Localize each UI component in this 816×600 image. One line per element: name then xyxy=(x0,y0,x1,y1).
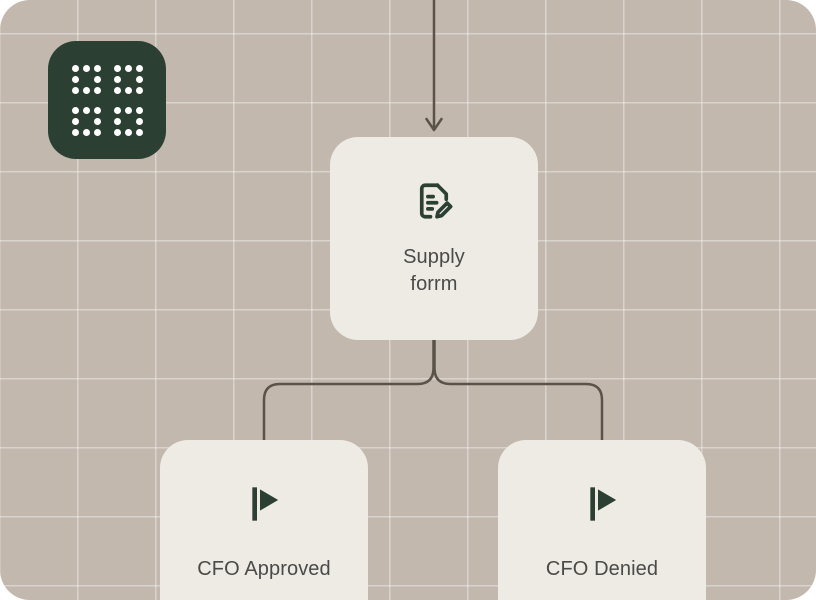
logo-cell xyxy=(113,64,143,94)
arrow-down-icon xyxy=(425,117,443,132)
connector-to-cfo-approved xyxy=(262,340,435,440)
logo-cell xyxy=(113,106,143,136)
flag-icon xyxy=(582,482,622,526)
node-supply-form[interactable]: Supply forrm xyxy=(330,137,538,340)
node-cfo-denied[interactable]: CFO Denied xyxy=(498,440,706,600)
dot-grid-logo[interactable] xyxy=(48,41,166,159)
logo-cell xyxy=(71,106,101,136)
node-cfo-approved[interactable]: CFO Approved xyxy=(160,440,368,600)
node-label: CFO Approved xyxy=(197,558,331,580)
logo-cell xyxy=(71,64,101,94)
node-label: CFO Denied xyxy=(545,558,659,580)
logo-dot-matrix xyxy=(71,64,143,136)
connector-to-cfo-denied xyxy=(433,340,604,440)
flag-icon xyxy=(244,482,284,526)
node-label: Supply forrm xyxy=(403,245,465,295)
file-edit-icon xyxy=(413,180,455,222)
